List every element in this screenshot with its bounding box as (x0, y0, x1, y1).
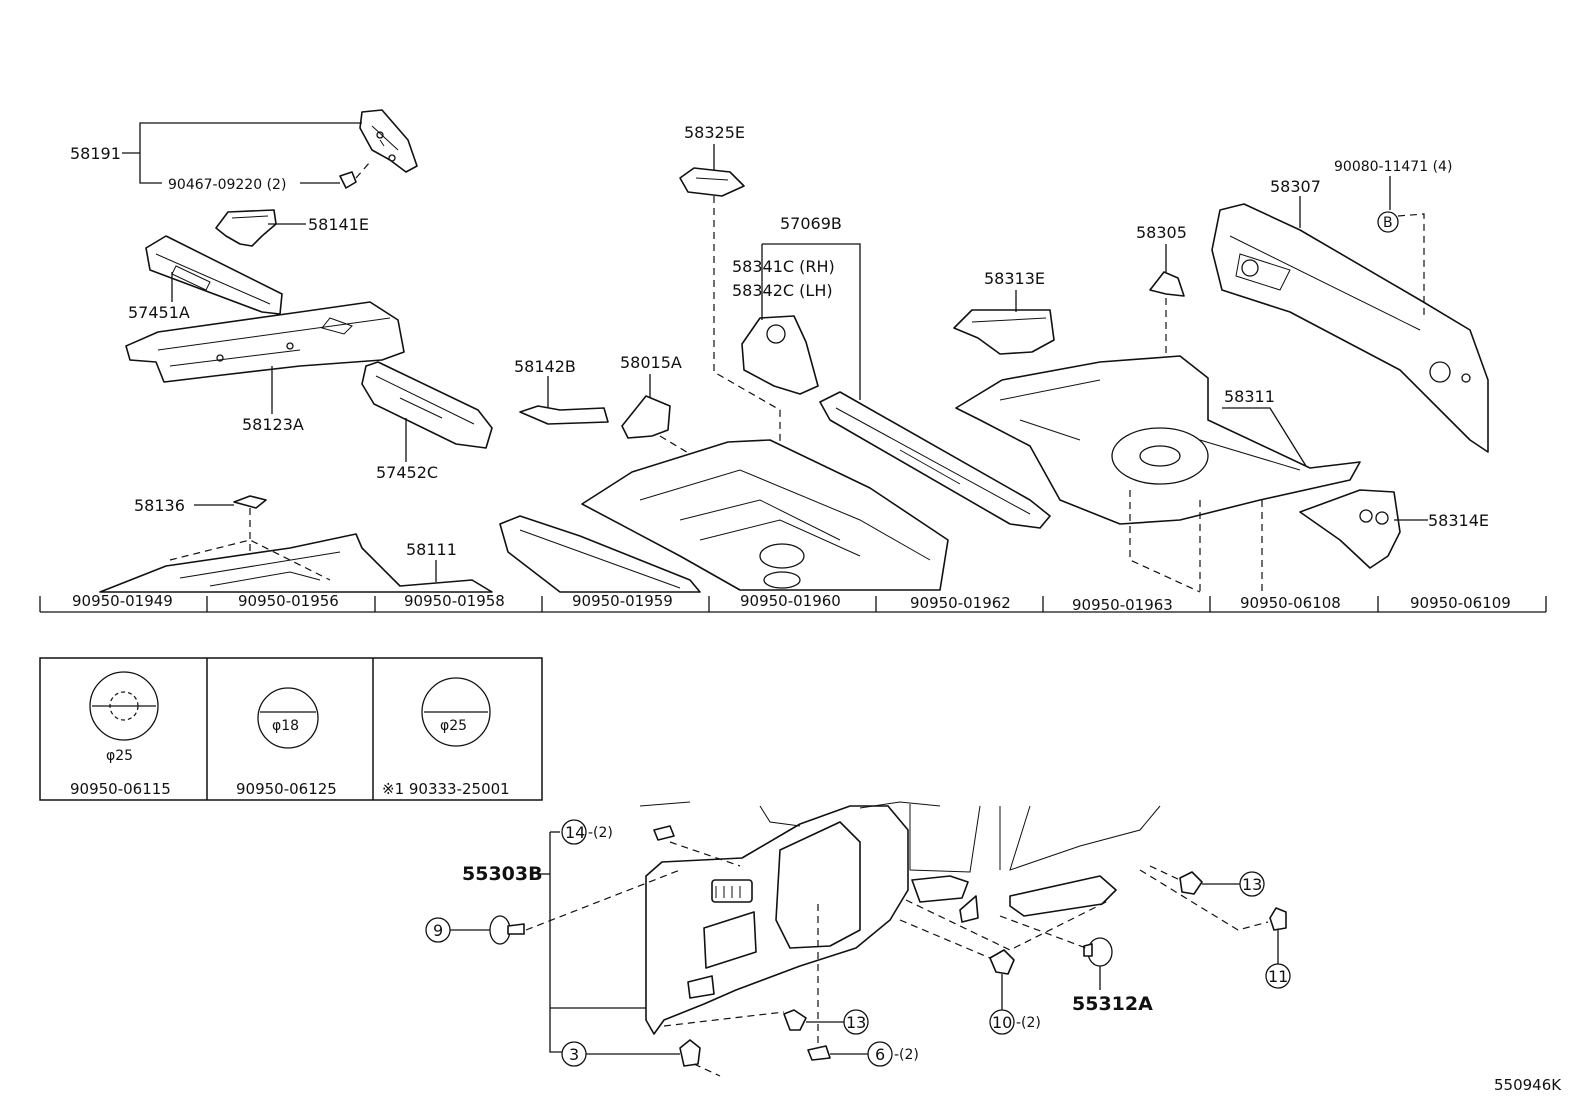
clip-55312A-drawing (1083, 937, 1113, 967)
callout-circle-10 (989, 1009, 1015, 1035)
callout-circle-14 (561, 819, 587, 845)
plug-label-6: 90950-01962 (910, 594, 1011, 612)
callout-10-qty: -(2) (1016, 1015, 1041, 1031)
part-58305-drawing (1149, 271, 1185, 297)
clip-14-drawing (653, 825, 675, 841)
part-58015A-drawing (621, 395, 671, 439)
center-rail-drawing (499, 515, 701, 593)
callout-58141E: 58141E (308, 215, 369, 234)
callout-55312A: 55312A (1072, 993, 1153, 1015)
plug-label-3: 90950-01958 (404, 592, 505, 610)
callout-13b: 13 (1242, 875, 1262, 894)
callout-58123A: 58123A (242, 415, 304, 434)
callout-circle-11 (1265, 963, 1291, 989)
part-58141E-drawing (215, 209, 277, 247)
plug-label-7: 90950-01963 (1072, 596, 1173, 614)
callout-14: 14 (565, 823, 585, 842)
part-58325E-drawing (679, 167, 745, 197)
part-57069B-drawing (819, 391, 1051, 529)
part-58313E-drawing (953, 309, 1055, 355)
callout-3: 3 (569, 1045, 579, 1064)
callout-58307: 58307 (1270, 177, 1321, 196)
callout-58111: 58111 (406, 540, 457, 559)
callout-58342C: 58342C (LH) (732, 281, 833, 300)
clip-10-drawing (989, 949, 1015, 975)
part-58311-drawing (955, 355, 1361, 525)
plug-box-1-dim: φ25 (106, 748, 133, 764)
callout-57451A: 57451A (128, 303, 190, 322)
part-58341C-drawing (741, 315, 819, 395)
clip-3-drawing (679, 1039, 701, 1067)
callout-58341C: 58341C (RH) (732, 257, 835, 276)
plug-label-9: 90950-06109 (1410, 594, 1511, 612)
part-57452C-drawing (361, 361, 493, 449)
plug-box-3-dim: φ25 (440, 718, 467, 734)
callout-58313E: 58313E (984, 269, 1045, 288)
callout-6-qty: -(2) (894, 1047, 919, 1063)
plug-box-3: φ25 ※1 90333-25001 (382, 677, 510, 798)
plug-box-2-dim: φ18 (272, 718, 299, 734)
callout-9: 9 (433, 921, 443, 940)
plug-box-1-part: 90950-06115 (70, 780, 171, 798)
callout-58142B: 58142B (514, 357, 576, 376)
callout-6: 6 (875, 1045, 885, 1064)
callout-10: 10 (992, 1013, 1012, 1032)
clip-9-drawing (489, 915, 525, 945)
plug-box-2: φ18 90950-06125 (236, 687, 337, 798)
part-58142B-drawing (519, 405, 609, 425)
callout-90467-09220: 90467-09220 (2) (168, 177, 286, 193)
part-57451A-drawing (145, 235, 283, 315)
body-lines-drawing (639, 801, 1161, 923)
callout-11: 11 (1268, 967, 1288, 986)
clip-13b-drawing (1179, 871, 1203, 895)
plug-box-3-part: ※1 90333-25001 (382, 780, 510, 798)
plug-label-8: 90950-06108 (1240, 594, 1341, 612)
callout-14-qty: -(2) (588, 825, 613, 841)
ref-b-circle (1377, 211, 1399, 233)
callout-58305: 58305 (1136, 223, 1187, 242)
callout-58311: 58311 (1224, 387, 1275, 406)
part-58307-drawing (1211, 203, 1489, 453)
callout-57452C: 57452C (376, 463, 438, 482)
part-58191-drawing (339, 109, 418, 189)
callout-57069B: 57069B (780, 214, 842, 233)
plug-box-2-part: 90950-06125 (236, 780, 337, 798)
callout-90080-11471: 90080-11471 (4) (1334, 159, 1452, 175)
plug-label-2: 90950-01956 (238, 592, 339, 610)
plug-label-5: 90950-01960 (740, 592, 841, 610)
clip-11-drawing (1269, 907, 1287, 931)
clip-6-drawing (807, 1045, 831, 1061)
diagram-id: 550946K (1494, 1076, 1562, 1094)
plug-box-table (39, 657, 543, 801)
callout-58191: 58191 (70, 144, 121, 163)
center-floor-pan-drawing (581, 439, 949, 591)
part-58314E-drawing (1299, 489, 1401, 569)
plug-label-1: 90950-01949 (72, 592, 173, 610)
callout-13a: 13 (846, 1013, 866, 1032)
clip-13a-drawing (783, 1009, 807, 1031)
callout-55303B: 55303B (462, 863, 543, 885)
callout-58136: 58136 (134, 496, 185, 515)
part-58123A-drawing (125, 301, 405, 383)
part-58136-drawing (233, 495, 267, 509)
plug-label-4: 90950-01959 (572, 592, 673, 610)
callout-58314E: 58314E (1428, 511, 1489, 530)
part-55303B-drawing (645, 805, 909, 1035)
callout-58325E: 58325E (684, 123, 745, 142)
callout-58015A: 58015A (620, 353, 682, 372)
plug-box-1: φ25 90950-06115 (70, 671, 171, 798)
ref-b-letter: B (1383, 215, 1393, 231)
plug-strip: 90950-01949 90950-01956 90950-01958 9095… (39, 592, 1547, 614)
